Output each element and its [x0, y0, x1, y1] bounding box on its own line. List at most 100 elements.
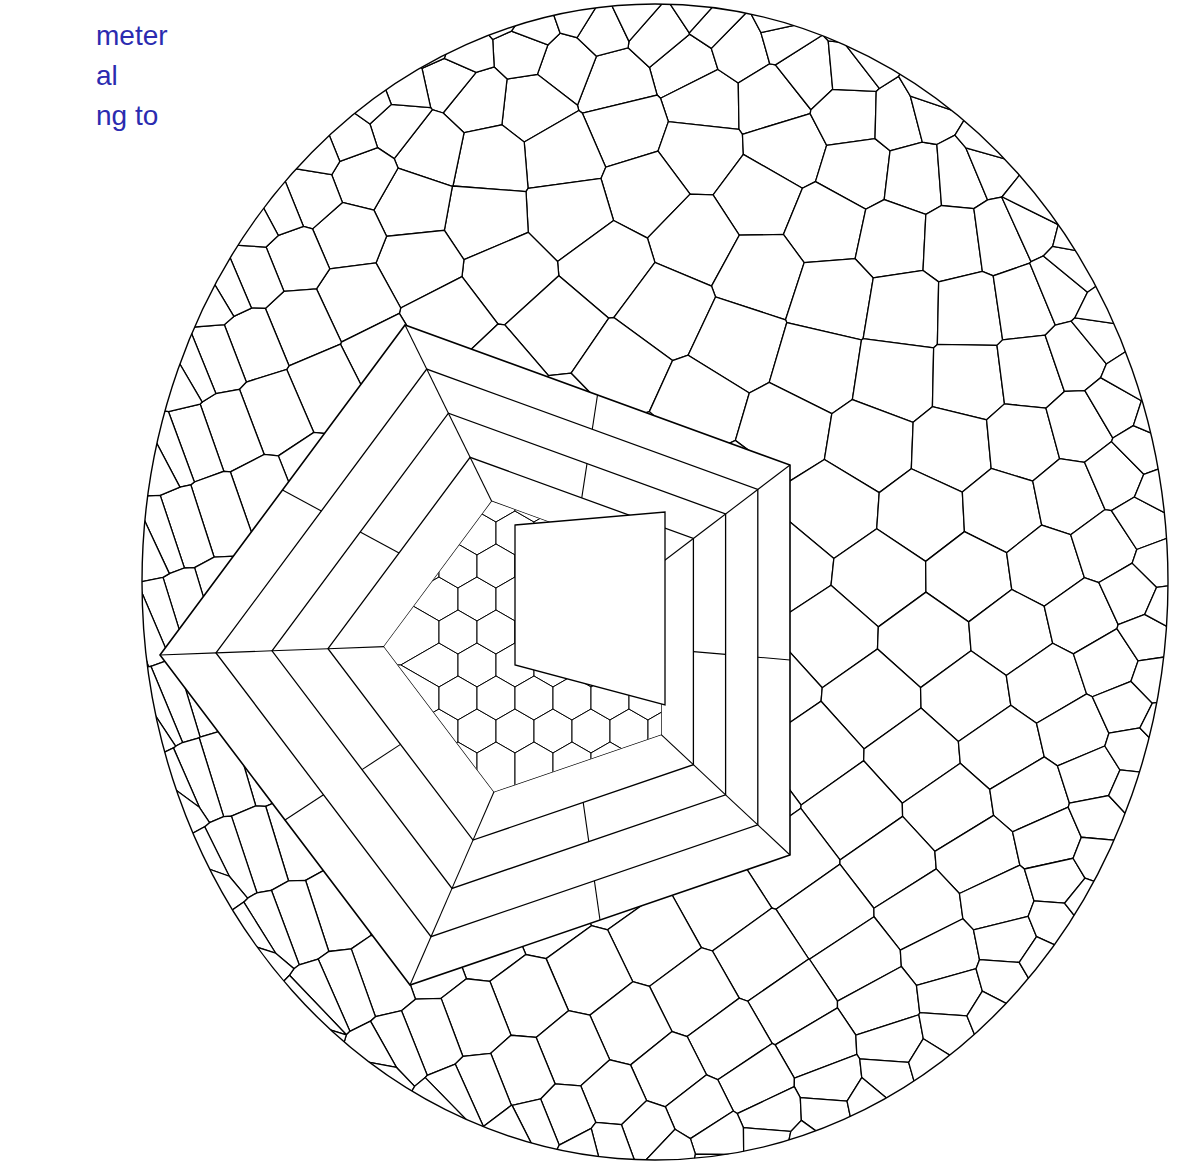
mesh-cell — [847, 1078, 904, 1155]
cutaway — [160, 325, 790, 985]
mesh-cell — [1123, 168, 1177, 282]
mesh-cell — [923, 206, 982, 282]
mesh-cell — [270, 0, 383, 92]
mesh-cell — [1117, 614, 1177, 660]
sphere-outline — [142, 4, 1168, 1160]
mesh-cell — [708, 0, 811, 1]
mesh-cell — [960, 1104, 1177, 1162]
mesh-cell — [1075, 265, 1150, 327]
core-cell — [553, 460, 591, 522]
mesh-cell — [932, 1056, 1033, 1149]
layer-edge — [758, 825, 790, 855]
mesh-cell — [1133, 375, 1177, 449]
mesh-cell — [967, 991, 1024, 1060]
mesh-cell — [1122, 814, 1177, 905]
core-cell — [477, 460, 515, 522]
core-cell — [648, 709, 686, 753]
mesh-cell — [1043, 246, 1127, 292]
mesh-cell — [511, 0, 560, 45]
mesh-cell — [1145, 581, 1177, 638]
mesh-cell — [1020, 100, 1102, 190]
layer-edge — [285, 795, 324, 820]
mesh-cell — [937, 271, 1002, 345]
mesh-cell — [261, 975, 346, 1035]
mesh-cell — [810, 89, 876, 145]
core-cell — [705, 742, 760, 820]
mesh-cell — [0, 0, 293, 137]
core-cell — [380, 665, 439, 731]
mesh-cell — [932, 344, 1004, 419]
core-cell — [724, 501, 760, 565]
layer-edge — [473, 792, 494, 840]
core-cell — [724, 633, 760, 697]
mesh-cell — [200, 931, 294, 1004]
mesh-cell — [1140, 698, 1177, 766]
layer-edge — [360, 532, 399, 553]
core-cell — [705, 610, 760, 654]
mesh-cell — [140, 748, 199, 807]
inner-block — [515, 512, 665, 705]
core-cell — [515, 742, 553, 820]
layer-edge — [726, 490, 758, 515]
mesh-cell — [899, 67, 971, 116]
mesh-cell — [153, 965, 261, 1072]
mesh-cell — [1071, 318, 1139, 364]
mesh-cell — [1086, 0, 1177, 194]
layer-edge — [758, 657, 790, 660]
mesh-cell — [106, 212, 202, 324]
layer-edge — [272, 649, 328, 651]
mesh-cell — [218, 184, 278, 248]
layer-edge — [283, 490, 322, 511]
mesh-cell — [327, 1057, 414, 1107]
mesh-cell — [346, 0, 462, 18]
mesh-cell — [478, 1105, 545, 1162]
mesh-cell — [77, 587, 148, 684]
mesh-cell — [1132, 537, 1177, 587]
shell-layer — [328, 457, 693, 840]
core-cell — [439, 460, 477, 522]
mesh-cell — [1000, 1003, 1096, 1105]
mesh-cell — [323, 54, 391, 124]
mesh-cell — [661, 69, 739, 129]
mesh-cell — [638, 1129, 695, 1162]
core-cell — [686, 577, 724, 621]
layer-edge — [661, 539, 693, 564]
core-cell — [686, 643, 724, 687]
mesh-cell — [896, 0, 990, 71]
fragment-text: meter — [96, 16, 168, 56]
mesh-cell — [0, 0, 352, 24]
mesh-cell — [0, 1045, 242, 1162]
mesh-cell — [73, 498, 133, 593]
layer-edge — [328, 647, 384, 649]
mesh-cell — [777, 1120, 856, 1162]
core-cell — [667, 544, 705, 588]
mesh-cell — [820, 0, 905, 43]
mesh-cell — [1131, 654, 1177, 703]
mesh-cell — [0, 781, 110, 1106]
core-cell — [705, 460, 760, 522]
core-cell — [629, 742, 667, 820]
core-cell — [380, 460, 439, 533]
core-cell — [401, 709, 458, 753]
mesh-cell — [93, 676, 176, 770]
layer-edge — [470, 457, 492, 501]
mesh-cell — [0, 486, 74, 627]
core-cell — [439, 742, 477, 820]
mesh-cell — [0, 592, 95, 766]
layer-edge — [693, 514, 725, 539]
mesh-cell — [0, 0, 219, 208]
core-cell — [724, 567, 760, 631]
core-cell — [667, 460, 705, 522]
mesh-cell — [1171, 738, 1177, 848]
mesh-cell — [0, 688, 126, 815]
core-cell — [477, 742, 515, 820]
layer-edge — [362, 744, 401, 769]
mesh-cell — [1137, 278, 1177, 378]
core-cell — [705, 676, 760, 720]
mesh-cell — [456, 0, 543, 39]
mesh-cell — [0, 937, 168, 1162]
mesh-cell — [1109, 770, 1172, 824]
mesh-cell — [35, 781, 164, 896]
mesh-cell — [844, 33, 904, 88]
